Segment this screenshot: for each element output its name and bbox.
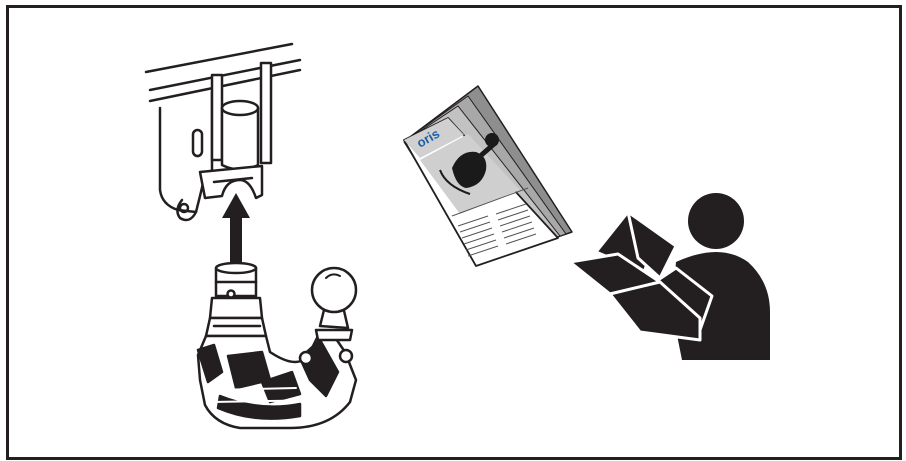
insert-arrow-icon bbox=[222, 193, 250, 262]
person-reading-icon bbox=[570, 193, 770, 360]
instruction-manual-icon: oris bbox=[404, 86, 572, 266]
receiver-socket-illustration bbox=[146, 44, 300, 220]
detachable-towbar-ball-illustration bbox=[198, 263, 356, 428]
